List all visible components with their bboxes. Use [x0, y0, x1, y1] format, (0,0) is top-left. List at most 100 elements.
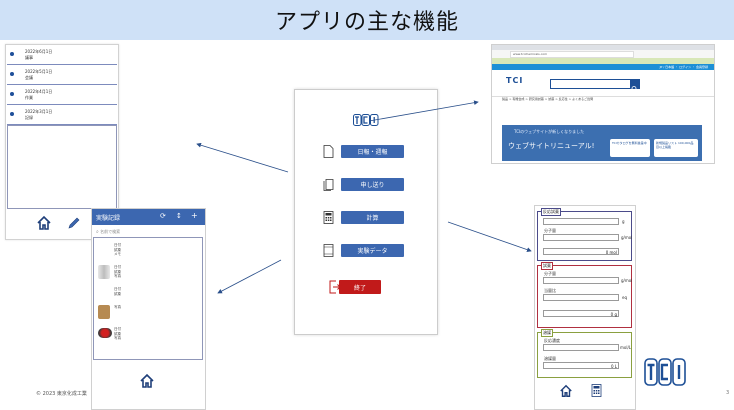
memo-list-item[interactable]: 2022年4月1日 作業: [7, 85, 117, 105]
record-line: 日付: [114, 327, 121, 331]
site-nav-text[interactable]: JP / 日本語 ・ ログイン ・ 会員登録: [659, 65, 708, 69]
record-search-input[interactable]: ⌕ 名前で検索: [96, 227, 201, 236]
record-thumbnail: [98, 265, 110, 279]
result-field: 0 g: [543, 310, 619, 317]
note-icon: [323, 179, 334, 191]
reagent2-group: 試薬 分子量 g/mol 当量比 eq 0 g: [537, 262, 633, 328]
record-line: 試薬: [114, 247, 121, 252]
record-line: 試薬: [114, 331, 121, 336]
experiment-record-screen: 実験記録 ⟳ ↕ + ⌕ 名前で検索 日付 試薬 メモ 日付 試薬 写真 日付: [91, 208, 206, 410]
arrow-to-calc: [447, 221, 532, 252]
memo-footer-bar: [6, 211, 118, 239]
browser-tab-bar[interactable]: [492, 45, 714, 50]
bullet-icon: [10, 52, 14, 56]
memo-title: 作業: [25, 95, 33, 100]
memo-list-item[interactable]: 2022年6月1日 議事: [7, 45, 117, 65]
copyright-text: © 2023 東京化成工業: [36, 391, 87, 397]
record-line: 日付: [114, 243, 121, 247]
solvent-group: 溶媒 反応濃度 mol/L 溶媒量 0 L: [537, 329, 632, 378]
record-thumbnail: [98, 305, 110, 319]
site-breadcrumb[interactable]: 製品 > 有機合成 > 研究用試薬 > 試薬 > 反応性 > よくあるご質問: [502, 97, 594, 101]
record-thumbnail: [98, 328, 112, 338]
bullet-icon: [10, 72, 14, 76]
memo-title: 会議: [25, 75, 33, 80]
site-logo[interactable]: TCI: [506, 76, 524, 85]
site-body-text: [502, 103, 702, 123]
result-field: 0 mol: [543, 248, 619, 255]
record-title: 実験記録: [96, 215, 121, 222]
memo-date: 2022年4月1日: [25, 89, 53, 94]
page-title-bar: アプリの主な機能: [0, 0, 734, 40]
calculator-icon: [323, 211, 334, 224]
unit-label: mol/L: [620, 345, 632, 350]
field-label: 当量比: [544, 288, 556, 293]
group-legend: 試薬: [541, 262, 553, 270]
arrow-to-website: [368, 100, 479, 122]
memo-date: 2022年6月1日: [25, 49, 53, 54]
memo-list-item[interactable]: 2022年5月1日 会議: [7, 65, 117, 85]
record-item[interactable]: 日付 試薬 メモ: [98, 240, 198, 262]
search-placeholder: 名前で検索: [100, 229, 121, 234]
site-hero-banner[interactable]: TCIのウェブサイトが新しくなりました ウェブサイトリニューアル! TCIカタロ…: [502, 125, 702, 161]
site-banner: [492, 58, 714, 64]
home-icon[interactable]: [559, 384, 573, 398]
record-header: 実験記録 ⟳ ↕ +: [92, 209, 205, 225]
page-title: アプリの主な機能: [274, 10, 459, 35]
site-search-button[interactable]: [630, 79, 639, 93]
browser-address-bar: www.tcichemicals.com: [492, 50, 714, 58]
calculator-icon[interactable]: [591, 383, 602, 398]
equivalent-input[interactable]: [543, 294, 619, 301]
field-label: 溶媒量: [544, 356, 556, 361]
refresh-icon[interactable]: ⟳: [160, 212, 166, 220]
unit-label: g/mol: [621, 235, 633, 240]
pencil-icon[interactable]: [66, 215, 82, 231]
record-line: 試薬: [114, 291, 121, 296]
database-icon: [323, 244, 334, 257]
concentration-input[interactable]: [543, 344, 619, 351]
unit-label: g/mol: [621, 278, 633, 283]
calculation-screen: 反応試薬 g 分子量 g/mol 0 mol 試薬 分子量 g/mol 当量比 …: [534, 205, 636, 410]
field-label: 分子量: [544, 228, 556, 233]
add-icon[interactable]: +: [191, 211, 198, 220]
record-item[interactable]: 写真: [98, 302, 198, 324]
memo-date: 2022年3月1日: [25, 109, 53, 114]
record-line: メモ: [114, 252, 121, 256]
site-search-input[interactable]: [550, 79, 640, 89]
record-item[interactable]: 日付 試薬 写真: [98, 262, 198, 284]
sort-icon[interactable]: ↕: [176, 212, 182, 220]
daily-report-button[interactable]: 日報・週報: [341, 145, 404, 158]
record-item[interactable]: 日付 試薬: [98, 284, 198, 306]
field-label: 分子量: [544, 271, 556, 276]
site-nav-bar: JP / 日本語 ・ ログイン ・ 会員登録: [492, 64, 714, 70]
record-item[interactable]: 日付 試薬 写真: [98, 324, 198, 346]
memo-content-area: [7, 125, 117, 209]
record-footer-bar: [92, 369, 205, 409]
mass-input[interactable]: [543, 218, 619, 225]
experiment-data-button[interactable]: 実験データ: [341, 244, 404, 257]
molecular-weight-input[interactable]: [543, 277, 619, 284]
hero-card-new-products[interactable]: 新規製品リスト 100,000品目以上掲載: [654, 139, 698, 157]
molecular-weight-input[interactable]: [543, 234, 619, 241]
unit-label: eq: [622, 295, 627, 300]
calculation-button[interactable]: 計算: [341, 211, 404, 224]
memo-list-item[interactable]: 2022年3月1日 記録: [7, 105, 117, 125]
reagent-group: 反応試薬 g 分子量 g/mol 0 mol: [537, 208, 633, 261]
memo-title: 記録: [25, 115, 33, 120]
record-list: 日付 試薬 メモ 日付 試薬 写真 日付 試薬 写真: [93, 237, 203, 360]
handover-button[interactable]: 申し送り: [341, 178, 404, 191]
group-legend: 溶媒: [541, 329, 553, 337]
url-field[interactable]: www.tcichemicals.com: [510, 51, 634, 58]
result-field: 0 L: [543, 362, 619, 369]
search-icon: [631, 86, 638, 93]
home-icon[interactable]: [139, 373, 155, 389]
group-legend: 反応試薬: [541, 208, 561, 216]
record-line: 写真: [114, 336, 121, 340]
main-menu-screen: 日報・週報 申し送り 計算 実験データ 終了: [294, 89, 438, 335]
document-icon: [323, 145, 334, 158]
hero-card-catalog[interactable]: TCIカタログを無料進呈中: [610, 139, 650, 157]
browser-window: www.tcichemicals.com JP / 日本語 ・ ログイン ・ 会…: [491, 44, 715, 164]
home-icon[interactable]: [36, 215, 52, 231]
exit-button[interactable]: 終了: [339, 280, 381, 294]
bullet-icon: [10, 92, 14, 96]
